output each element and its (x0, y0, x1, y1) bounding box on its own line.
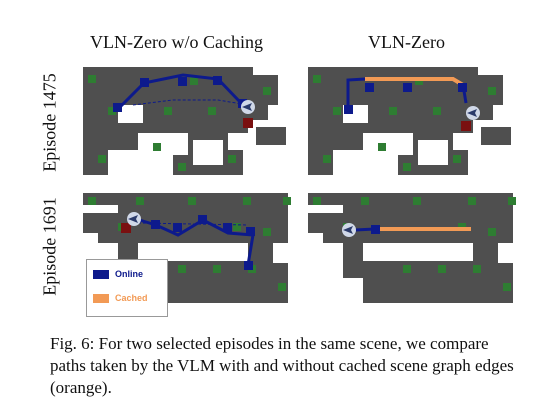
row-label-episode-1691: Episode 1691 (39, 197, 60, 296)
legend-swatch-cached (93, 293, 109, 303)
figure-caption: Fig. 6: For two selected episodes in the… (50, 334, 514, 397)
map-panel-1475-vln-zero (303, 55, 517, 181)
legend-label-cached: Cached (115, 293, 148, 303)
legend-swatch-online (93, 269, 109, 279)
column-title-no-caching: VLN-Zero w/o Caching (90, 32, 263, 52)
legend-box: Online Cached (86, 259, 168, 317)
legend-label-online: Online (115, 269, 144, 279)
row-label-episode-1475: Episode 1475 (39, 73, 60, 172)
map-panel-1475-no-caching (78, 55, 292, 181)
map-panel-1691-vln-zero (303, 183, 517, 309)
legend-item-online: Online (93, 268, 143, 280)
legend-item-cached: Cached (93, 292, 148, 304)
map-panel-1691-no-caching (78, 183, 292, 309)
column-title-vln-zero: VLN-Zero (368, 32, 445, 52)
